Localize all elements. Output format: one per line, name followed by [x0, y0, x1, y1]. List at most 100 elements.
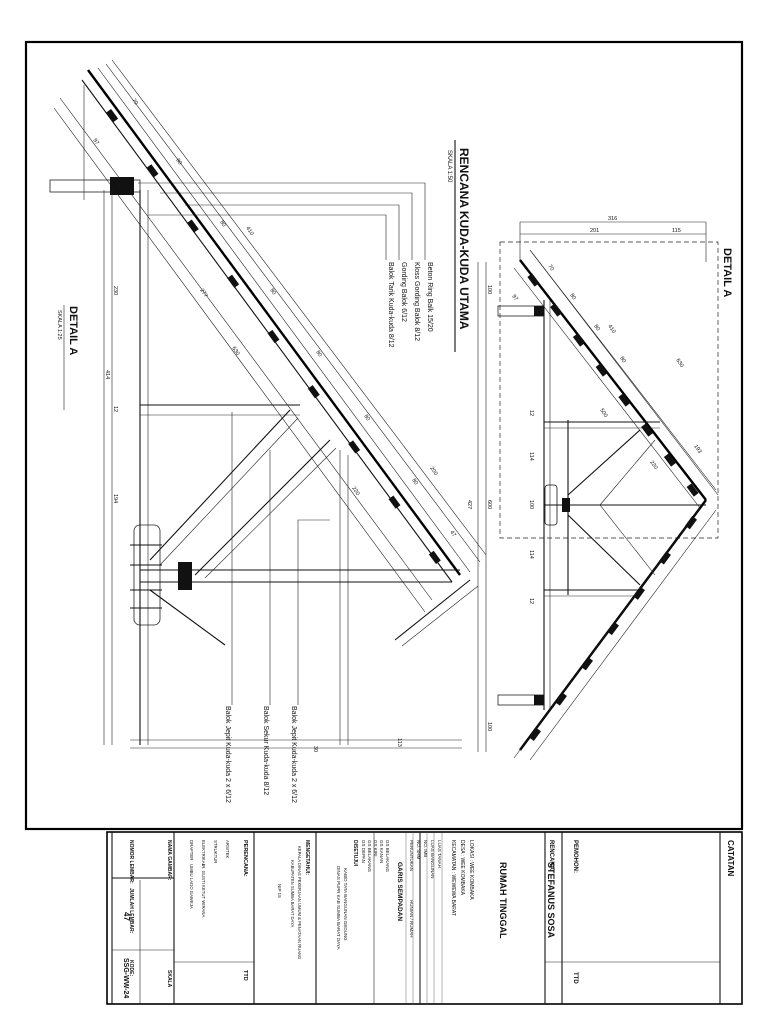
- legend-3: Gording Balok 6/12: [400, 262, 407, 322]
- dim-277: 277: [198, 288, 208, 299]
- detail-a-title: DETAIL A: [67, 306, 79, 355]
- diagonal-3: [194, 439, 331, 576]
- purlin-block: [307, 385, 320, 399]
- diagonal-5: [149, 589, 226, 646]
- dim-b-220: 220: [648, 460, 658, 471]
- dim-b-100-3: 100: [486, 722, 492, 731]
- tb-perencana-value-4: UMBU LADO GAWEJA: [189, 864, 194, 909]
- small-diagonal-1: [567, 429, 641, 496]
- tb-perencana-2: STRUKTUR: [213, 840, 218, 863]
- purlin-block-small: [663, 453, 676, 467]
- tb-perencana-4: DRAFTER: [189, 840, 194, 860]
- purlin-block: [106, 108, 119, 123]
- dim-b-410: 410: [606, 324, 616, 335]
- tb-garis-2: GS KANAN: [379, 840, 384, 863]
- tb-lembar-value: 47: [122, 912, 131, 921]
- legend-2: Kloss Gording Balok 8/12: [413, 262, 420, 341]
- tb-mengetahui: MENGETAHUI:: [304, 840, 310, 875]
- small-bolt-block: [562, 498, 570, 512]
- dim-113: 113: [396, 738, 402, 747]
- label-jepit-2: Balok Jepit Kuda-kuda 2 x 6/12: [224, 706, 231, 803]
- leader-jepit-1: [297, 519, 330, 705]
- tb-pemohon: STEFANUS SOSA: [546, 862, 556, 939]
- dim-200: 200: [428, 466, 438, 477]
- dim-630: 630: [230, 346, 240, 357]
- title-block: [111, 832, 721, 1004]
- dim-316: 316: [608, 216, 617, 222]
- tb-lokasi-1: LOKASI : WEE KOMBAKA: [468, 840, 474, 900]
- detail-b-title: DETAIL A: [721, 248, 733, 297]
- purlin-block: [267, 329, 280, 344]
- purlin-block: [348, 440, 361, 454]
- slope-dim-line: [111, 59, 487, 556]
- detail-a-large: [49, 59, 487, 749]
- label-jepit-1: Balok Jepit Kuda-kuda 2 x 6/12: [290, 706, 297, 803]
- bottom-labels: Balok Jepit Kuda-kuda 2 x 6/12: [224, 706, 231, 803]
- title-block-frame: [106, 831, 743, 1005]
- small-diagonal-2: [567, 514, 641, 586]
- dim-b-12-1: 12: [528, 410, 534, 416]
- tb-info-1: LUAS TANAH: [437, 840, 442, 868]
- diagonal-1: [149, 409, 291, 561]
- tb-disetujui-1: KABID TATA BANGUNAN GEDUNG: [343, 868, 348, 941]
- rafter-top: [87, 69, 461, 576]
- tb-info-4: NO. SHM: [416, 840, 421, 860]
- dim-b-97: 97: [510, 294, 518, 302]
- purlin-block: [186, 219, 199, 233]
- dim-80-5: 80: [362, 414, 370, 422]
- leader-gording: [185, 204, 400, 260]
- purlin-block: [388, 495, 401, 509]
- dim-47: 47: [448, 530, 456, 538]
- label-sekur-group: Balok Sekur Kuda-kuda 8/12: [262, 706, 269, 795]
- tb-disetujui-2: DINAS PUPR KAB SUMBA BARAT DAYA: [336, 866, 341, 949]
- small-bolt-plate: [544, 484, 558, 526]
- dim-b-600: 600: [486, 500, 492, 509]
- dim-70: 70: [130, 98, 138, 106]
- small-diagonal-4: [599, 504, 656, 576]
- drawing-frame: [24, 40, 744, 831]
- tb-info-3: NO. IMB: [423, 840, 428, 857]
- small-rafter-bottom-2: [513, 507, 701, 759]
- dim-b-80-2: 80: [592, 324, 600, 332]
- tb-peruntukan-value: HUNIAN / RUMAH: [409, 900, 414, 938]
- purlin-block: [428, 550, 441, 565]
- tb-rencana: RUMAH TINGGAL: [498, 862, 508, 939]
- tb-info-2: LUAS BANGUNAN: [430, 840, 435, 879]
- detail-a-small: [477, 221, 719, 761]
- legend-4: Balok Tarik Kuda-kuda 8/12: [387, 262, 394, 348]
- label-sekur: Balok Sekur Kuda-kuda 8/12: [262, 706, 269, 795]
- purlin-block-small-lower: [659, 551, 671, 565]
- dim-b-100-2: 100: [528, 500, 534, 509]
- dim-220: 220: [350, 486, 360, 497]
- tb-perencana-label: PERENCANA:: [242, 840, 248, 877]
- tb-garis-3: GS KIRI: [373, 840, 378, 857]
- tb-nomor-lembar: NOMOR LEMBAR:: [128, 840, 134, 884]
- detail-boundary: [499, 241, 719, 539]
- purlin-block-small: [572, 333, 585, 347]
- tb-pemohon-label: PEMOHON:: [572, 840, 578, 873]
- small-slope-dim: [529, 249, 719, 496]
- rafter-line-5: [53, 107, 426, 613]
- tb-garis-1: GS BELAKANG: [385, 840, 390, 873]
- purlin-block-small: [686, 483, 699, 497]
- dim-80-3: 80: [268, 288, 276, 296]
- dim-12: 12: [112, 406, 118, 412]
- plan-title-group: RENCANA KUDA-KUDA UTAMA SKALA 1:50: [446, 148, 471, 330]
- rafter-line-3: [97, 67, 471, 573]
- tb-mengetahui-2: KABUPATEN SUMBA BARAT DAYA: [290, 860, 295, 927]
- tb-mengetahui-1: KEPALA DINAS PEKERJAAN UMUM & PENATAAN R…: [297, 846, 302, 959]
- small-diagonal-3: [599, 439, 656, 506]
- dim-b-100-1: 100: [486, 285, 492, 294]
- small-ring-top-block: [534, 306, 544, 316]
- purlin-block-small-lower: [685, 516, 697, 530]
- connection-plate: [133, 524, 161, 626]
- tb-jumlah-lembar: JUMLAH LEMBAR:: [128, 888, 134, 934]
- tb-perencana-3: ELEKTRIKAL: [201, 840, 206, 867]
- purlin-block-small-lower: [555, 692, 567, 706]
- plan-title: RENCANA KUDA-KUDA UTAMA: [457, 148, 471, 330]
- tb-garis-label: GARIS SEMPADAN: [396, 862, 403, 921]
- dim-b-80-3: 80: [618, 356, 626, 364]
- tb-info-5: PERUNTUKAN: [409, 840, 414, 871]
- detail-a-dims: 70 80 80 80 80 80 80 200 47 97 410 277 6…: [91, 98, 456, 752]
